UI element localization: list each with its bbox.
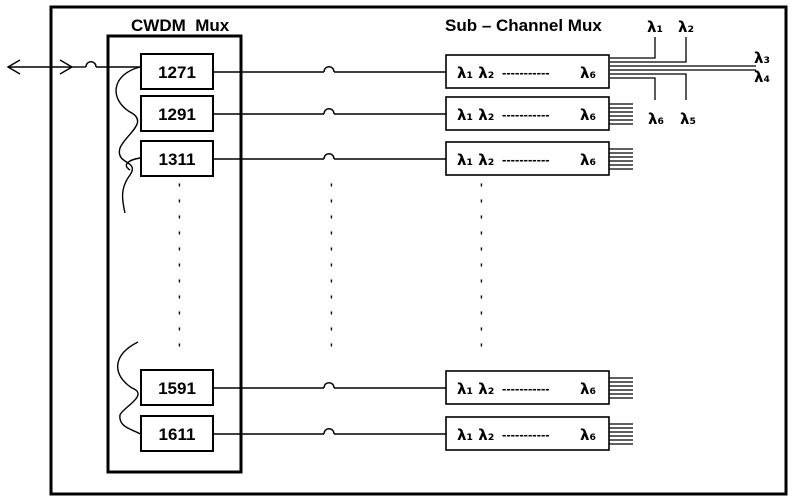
ellipsis-mark: '	[330, 197, 333, 211]
submux-right-wavelength: λ₆	[580, 106, 596, 124]
cwdm-mux-title: CWDM Mux	[131, 16, 230, 35]
channel-row: 1611 λ₁ λ₂ ----------- λ₆	[140, 415, 633, 452]
cwdm-port-box	[140, 415, 214, 452]
ellipsis-mark: '	[330, 213, 333, 227]
ellipsis-mark: '	[330, 261, 333, 275]
fanout-label-l4: λ₄	[754, 68, 770, 86]
fanout-label-l3: λ₃	[754, 49, 770, 67]
bidirectional-arrow	[6, 59, 74, 75]
ellipsis-mark: '	[480, 197, 483, 211]
fiber-link	[213, 382, 446, 389]
cwdm-internal-fiber	[115, 66, 141, 435]
ellipsis-mark: '	[330, 325, 333, 339]
submux-left-wavelengths: λ₁ λ₂	[457, 380, 494, 398]
ellipsis-mark: '	[178, 245, 181, 259]
ellipsis-mark: '	[178, 325, 181, 339]
channel-row: 1271 λ₁ λ₂ ----------- λ₆	[140, 53, 610, 90]
ellipsis-mark: '	[330, 181, 333, 195]
submux-left-wavelengths: λ₁ λ₂	[457, 64, 494, 82]
channel-rows: 1271 λ₁ λ₂ ----------- λ₆ 1291 λ₁ λ₂ ---------…	[140, 53, 633, 452]
ellipsis-mark: '	[480, 293, 483, 307]
sub-channel-mux-box	[445, 370, 610, 405]
ellipsis-mark: '	[330, 341, 333, 355]
ellipsis-mark: '	[480, 213, 483, 227]
sub-channel-mux-title: Sub – Channel Mux	[445, 16, 602, 35]
ellipsis-mark: '	[330, 245, 333, 259]
output-fiber-comb	[609, 103, 633, 125]
fanout-label-l1: λ₁	[647, 18, 663, 36]
submux-left-wavelengths: λ₁ λ₂	[457, 426, 494, 444]
ellipsis-mark: '	[178, 213, 181, 227]
ellipsis-mark: '	[330, 309, 333, 323]
output-fiber-comb	[609, 148, 633, 170]
sub-channel-mux-box	[445, 141, 610, 176]
submux-left-wavelengths: λ₁ λ₂	[457, 151, 494, 169]
submux-dashes: -----------	[502, 65, 550, 80]
cwdm-port-label: 1291	[158, 105, 196, 124]
sub-channel-mux-box	[445, 54, 610, 89]
fanout-lines-row1	[610, 37, 756, 100]
ellipsis-mark: '	[178, 181, 181, 195]
ellipsis-mark: '	[178, 293, 181, 307]
ellipsis-mark: '	[178, 341, 181, 355]
cwdm-port-label: 1311	[159, 150, 196, 169]
ellipsis-mark: '	[178, 261, 181, 275]
fanout-label-l6: λ₆	[648, 110, 664, 128]
ellipsis-mark: '	[480, 341, 483, 355]
cwdm-mux-box	[106, 34, 243, 474]
submux-right-wavelength: λ₆	[580, 380, 596, 398]
fiber-link	[213, 428, 446, 435]
submux-dashes: -----------	[502, 427, 550, 442]
ellipsis-marks: ' ' ' ' ' ' ' ' ' ' ' ' ' ' ' ' ' ' ' ' ' ' ' ' ' ' ' ' ' ' ' ' '	[178, 181, 483, 355]
sub-channel-mux-box	[445, 416, 610, 451]
cwdm-port-box	[140, 53, 214, 90]
ellipsis-mark: '	[330, 293, 333, 307]
cwdm-port-box	[140, 95, 214, 132]
ellipsis-mark: '	[178, 229, 181, 243]
submux-right-wavelength: λ₆	[580, 64, 596, 82]
ellipsis-mark: '	[480, 229, 483, 243]
cwdm-port-box	[140, 369, 214, 406]
cwdm-port-label: 1611	[159, 425, 196, 444]
ellipsis-mark: '	[480, 245, 483, 259]
submux-right-wavelength: λ₆	[580, 151, 596, 169]
sub-channel-mux-box	[445, 96, 610, 131]
output-fiber-comb	[609, 423, 633, 445]
ellipsis-mark: '	[480, 325, 483, 339]
input-fiber	[72, 61, 140, 68]
submux-right-wavelength: λ₆	[580, 426, 596, 444]
ellipsis-mark: '	[178, 197, 181, 211]
outer-frame	[49, 5, 788, 496]
channel-row: 1591 λ₁ λ₂ ----------- λ₆	[140, 369, 633, 406]
ellipsis-mark: '	[480, 261, 483, 275]
fiber-link	[213, 108, 446, 115]
ellipsis-mark: '	[480, 277, 483, 291]
ellipsis-mark: '	[480, 309, 483, 323]
channel-row: 1311 λ₁ λ₂ ----------- λ₆	[140, 140, 633, 177]
fiber-link	[213, 153, 446, 160]
submux-left-wavelengths: λ₁ λ₂	[457, 106, 494, 124]
cwdm-port-label: 1591	[158, 379, 196, 398]
fanout-label-l2: λ₂	[678, 18, 694, 36]
submux-dashes: -----------	[502, 152, 550, 167]
ellipsis-mark: '	[178, 277, 181, 291]
ellipsis-mark: '	[330, 229, 333, 243]
channel-row: 1291 λ₁ λ₂ ----------- λ₆	[140, 95, 633, 132]
ellipsis-mark: '	[330, 277, 333, 291]
ellipsis-mark: '	[178, 309, 181, 323]
submux-dashes: -----------	[502, 107, 550, 122]
fiber-link	[213, 66, 446, 73]
fanout-label-l5: λ₅	[680, 110, 696, 128]
submux-dashes: -----------	[502, 381, 550, 396]
output-fiber-comb	[609, 377, 633, 399]
cwdm-port-label: 1271	[158, 63, 196, 82]
ellipsis-mark: '	[480, 181, 483, 195]
